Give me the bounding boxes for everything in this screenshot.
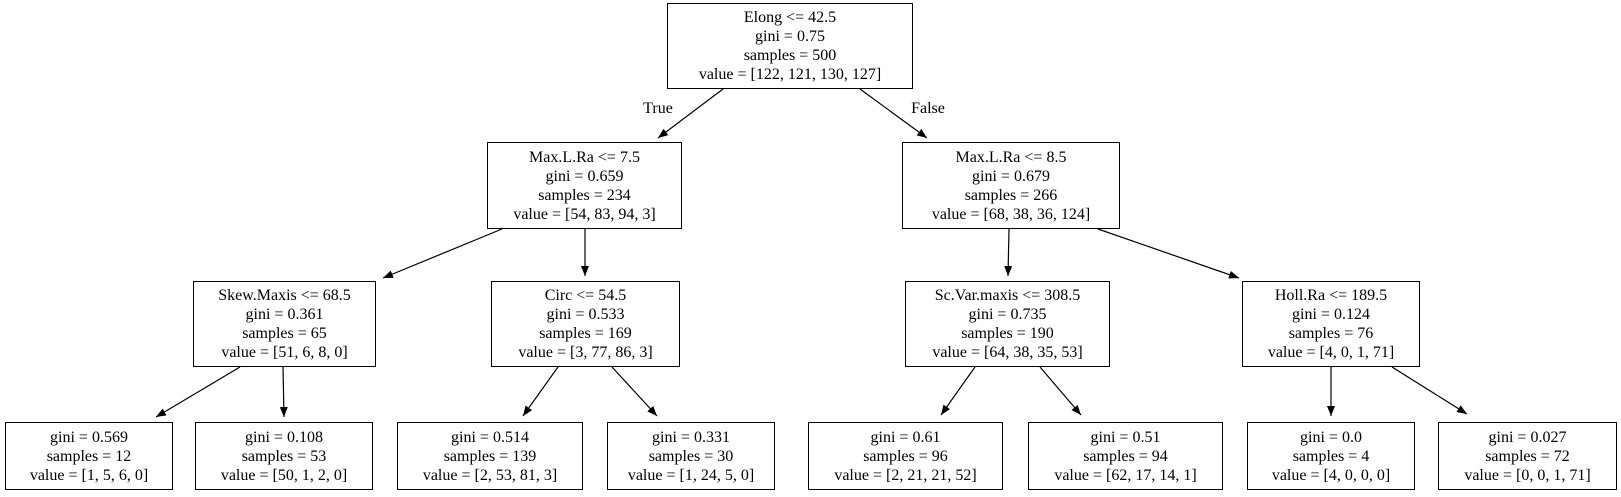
node-gini: gini = 0.514: [451, 428, 529, 446]
node-value: value = [4, 0, 1, 71]: [1267, 344, 1395, 361]
tree-node-l2-left: Max.L.Ra <= 7.5 gini = 0.659 samples = 2…: [487, 142, 682, 229]
edge-l3-4-to-leaf-8: [1391, 366, 1468, 415]
node-samples: samples = 65: [242, 325, 327, 342]
node-samples: samples = 53: [241, 447, 327, 465]
node-samples: samples = 30: [648, 447, 734, 465]
node-condition: Circ <= 54.5: [544, 287, 627, 304]
node-samples: samples = 12: [46, 447, 132, 465]
node-gini: gini = 0.108: [245, 428, 323, 446]
edge-l3-2-to-leaf-4: [611, 366, 658, 417]
edge-l2-left-to-l3-1: [382, 228, 503, 279]
node-value: value = [122, 121, 130, 127]: [698, 66, 882, 83]
node-gini: gini = 0.51: [1090, 428, 1161, 446]
edge-l2-right-to-l3-3: [1004, 228, 1013, 277]
node-condition: Max.L.Ra <= 8.5: [955, 148, 1067, 166]
edge-l3-3-to-leaf-5: [940, 366, 976, 416]
node-condition: Sc.Var.maxis <= 308.5: [934, 287, 1081, 304]
edge-label-false: False: [911, 100, 945, 117]
node-gini: gini = 0.61: [870, 428, 941, 446]
node-value: value = [4, 0, 0, 0]: [1271, 466, 1391, 484]
tree-leaf-1: gini = 0.569 samples = 12 value = [1, 5,…: [5, 422, 173, 490]
tree-node-l3-4: Holl.Ra <= 189.5 gini = 0.124 samples = …: [1242, 281, 1420, 367]
tree-leaf-5: gini = 0.61 samples = 96 value = [2, 21,…: [808, 422, 1003, 490]
tree-leaf-2: gini = 0.108 samples = 53 value = [50, 1…: [195, 422, 373, 490]
node-condition: Skew.Maxis <= 68.5: [218, 287, 351, 304]
edge-l3-1-to-leaf-2: [279, 366, 288, 418]
node-condition: Max.L.Ra <= 7.5: [529, 148, 640, 166]
node-value: value = [64, 38, 35, 53]: [932, 344, 1083, 361]
node-condition: Holl.Ra <= 189.5: [1274, 287, 1388, 304]
tree-leaf-8: gini = 0.027 samples = 72 value = [0, 0,…: [1438, 422, 1617, 490]
node-value: value = [54, 83, 94, 3]: [513, 205, 656, 223]
node-samples: samples = 139: [443, 447, 537, 465]
node-samples: samples = 234: [538, 186, 631, 204]
node-gini: gini = 0.569: [50, 428, 128, 446]
node-samples: samples = 169: [539, 325, 632, 342]
node-value: value = [2, 53, 81, 3]: [422, 466, 558, 484]
edge-l3-2-to-leaf-3: [522, 366, 559, 417]
node-samples: samples = 94: [1083, 447, 1168, 465]
tree-leaf-4: gini = 0.331 samples = 30 value = [1, 24…: [607, 422, 775, 490]
node-samples: samples = 4: [1292, 447, 1370, 465]
node-value: value = [1, 24, 5, 0]: [627, 466, 755, 484]
node-value: value = [50, 1, 2, 0]: [220, 466, 348, 484]
tree-node-l3-1: Skew.Maxis <= 68.5 gini = 0.361 samples …: [193, 281, 376, 367]
edge-l3-1-to-leaf-1: [155, 366, 241, 418]
node-value: value = [2, 21, 21, 52]: [834, 466, 977, 484]
tree-leaf-7: gini = 0.0 samples = 4 value = [4, 0, 0,…: [1247, 422, 1415, 490]
edge-l2-right-to-l3-4: [1097, 228, 1240, 279]
node-gini: gini = 0.659: [545, 167, 624, 185]
node-value: value = [62, 17, 14, 1]: [1054, 466, 1197, 484]
edge-label-true: True: [643, 100, 673, 117]
node-value: value = [68, 38, 36, 124]: [931, 205, 1091, 223]
node-gini: gini = 0.735: [968, 306, 1047, 323]
tree-node-l3-3: Sc.Var.maxis <= 308.5 gini = 0.735 sampl…: [905, 281, 1110, 367]
node-gini: gini = 0.124: [1292, 306, 1370, 323]
node-condition: Elong <= 42.5: [743, 9, 837, 26]
node-value: value = [1, 5, 6, 0]: [29, 466, 149, 484]
node-gini: gini = 0.75: [755, 28, 825, 45]
node-value: value = [51, 6, 8, 0]: [221, 344, 348, 361]
tree-node-l2-right: Max.L.Ra <= 8.5 gini = 0.679 samples = 2…: [902, 142, 1120, 229]
node-gini: gini = 0.331: [652, 428, 730, 446]
node-gini: gini = 0.679: [972, 167, 1050, 185]
node-samples: samples = 72: [1485, 447, 1570, 465]
node-gini: gini = 0.533: [546, 306, 625, 323]
edge-root-to-l2-left: [657, 88, 724, 139]
node-samples: samples = 76: [1288, 325, 1374, 342]
edge-root-to-l2-right: [859, 88, 928, 139]
tree-leaf-6: gini = 0.51 samples = 94 value = [62, 17…: [1028, 422, 1223, 490]
node-value: value = [3, 77, 86, 3]: [518, 344, 653, 361]
node-samples: samples = 500: [743, 47, 837, 64]
node-value: value = [0, 0, 1, 71]: [1464, 466, 1591, 484]
node-gini: gini = 0.0: [1300, 428, 1362, 446]
tree-node-root: Elong <= 42.5 gini = 0.75 samples = 500 …: [667, 3, 913, 89]
edge-l3-3-to-leaf-6: [1039, 366, 1082, 416]
tree-node-l3-2: Circ <= 54.5 gini = 0.533 samples = 169 …: [491, 281, 680, 367]
node-gini: gini = 0.027: [1488, 428, 1567, 446]
node-samples: samples = 190: [961, 325, 1054, 342]
tree-leaf-3: gini = 0.514 samples = 139 value = [2, 5…: [397, 422, 583, 490]
node-samples: samples = 96: [863, 447, 948, 465]
node-samples: samples = 266: [964, 186, 1058, 204]
node-gini: gini = 0.361: [245, 306, 324, 323]
